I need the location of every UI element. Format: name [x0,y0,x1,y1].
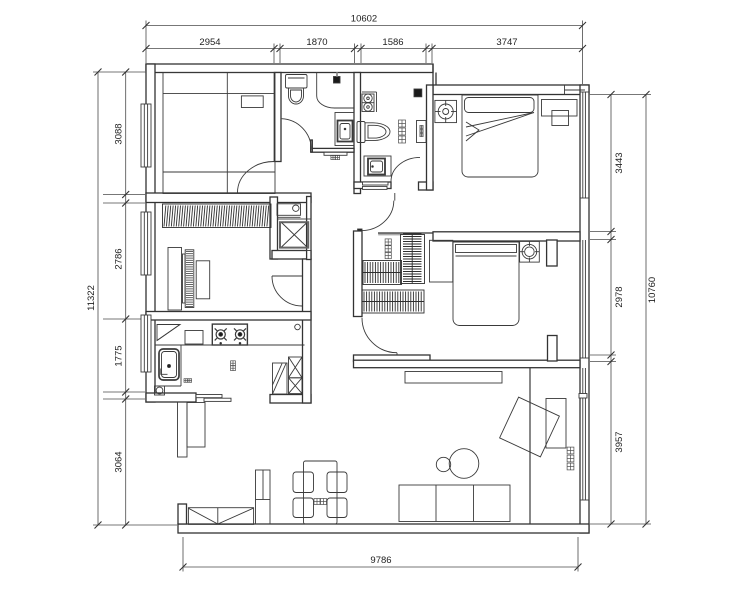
svg-text:2978: 2978 [614,286,625,307]
svg-text:10760: 10760 [647,277,658,303]
svg-text:3747: 3747 [496,37,517,48]
svg-text:3443: 3443 [614,152,625,173]
svg-text:3957: 3957 [614,431,625,452]
svg-text:3064: 3064 [114,451,125,472]
svg-text:2786: 2786 [114,248,125,269]
svg-text:1775: 1775 [114,345,125,366]
svg-text:11322: 11322 [86,285,97,311]
svg-text:1870: 1870 [306,37,327,48]
svg-text:10602: 10602 [351,14,377,25]
svg-text:9786: 9786 [370,555,391,566]
svg-text:3088: 3088 [114,123,125,144]
svg-text:2954: 2954 [199,37,220,48]
svg-text:1586: 1586 [382,37,403,48]
